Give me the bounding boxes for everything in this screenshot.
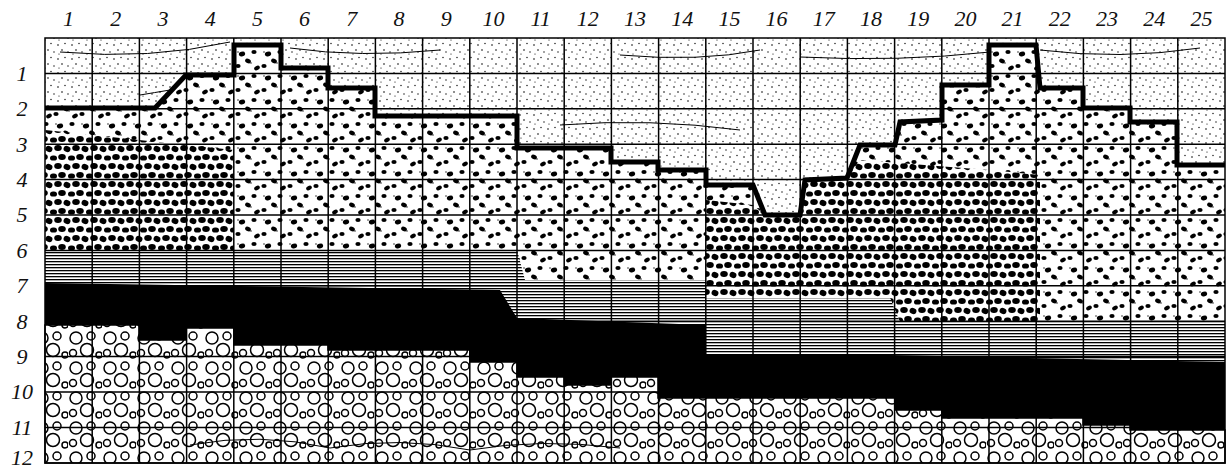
column-number: 16 (766, 7, 788, 30)
column-number: 3 (158, 7, 169, 30)
row-number: 3 (17, 133, 28, 156)
column-number: 25 (1190, 7, 1212, 30)
row-number: 10 (11, 380, 33, 403)
column-number: 6 (299, 7, 310, 30)
column-number: 20 (954, 7, 976, 30)
column-number: 10 (482, 7, 504, 30)
column-number: 19 (907, 7, 929, 30)
row-number: 11 (12, 416, 32, 439)
column-number: 22 (1049, 7, 1071, 30)
column-number: 15 (718, 7, 740, 30)
column-number: 1 (63, 7, 74, 30)
column-number: 21 (1002, 7, 1024, 30)
row-number: 12 (11, 446, 33, 469)
column-number: 4 (205, 7, 216, 30)
column-number: 14 (671, 7, 693, 30)
column-number: 17 (813, 7, 835, 30)
row-number: 9 (17, 345, 28, 368)
row-number: 8 (17, 310, 28, 333)
row-number: 2 (17, 97, 28, 120)
column-number: 9 (441, 7, 452, 30)
column-number: 13 (624, 7, 646, 30)
row-number: 4 (17, 168, 28, 191)
column-number: 18 (860, 7, 882, 30)
row-number: 6 (17, 239, 28, 262)
row-number: 7 (17, 274, 28, 297)
row-number: 1 (17, 62, 28, 85)
column-number: 23 (1096, 7, 1118, 30)
column-number: 7 (346, 7, 357, 30)
column-number: 8 (394, 7, 405, 30)
column-number: 2 (110, 7, 121, 30)
row-number: 5 (17, 203, 28, 226)
column-number: 12 (577, 7, 599, 30)
column-number: 24 (1143, 7, 1165, 30)
column-number: 5 (252, 7, 263, 30)
column-number: 11 (530, 7, 550, 30)
